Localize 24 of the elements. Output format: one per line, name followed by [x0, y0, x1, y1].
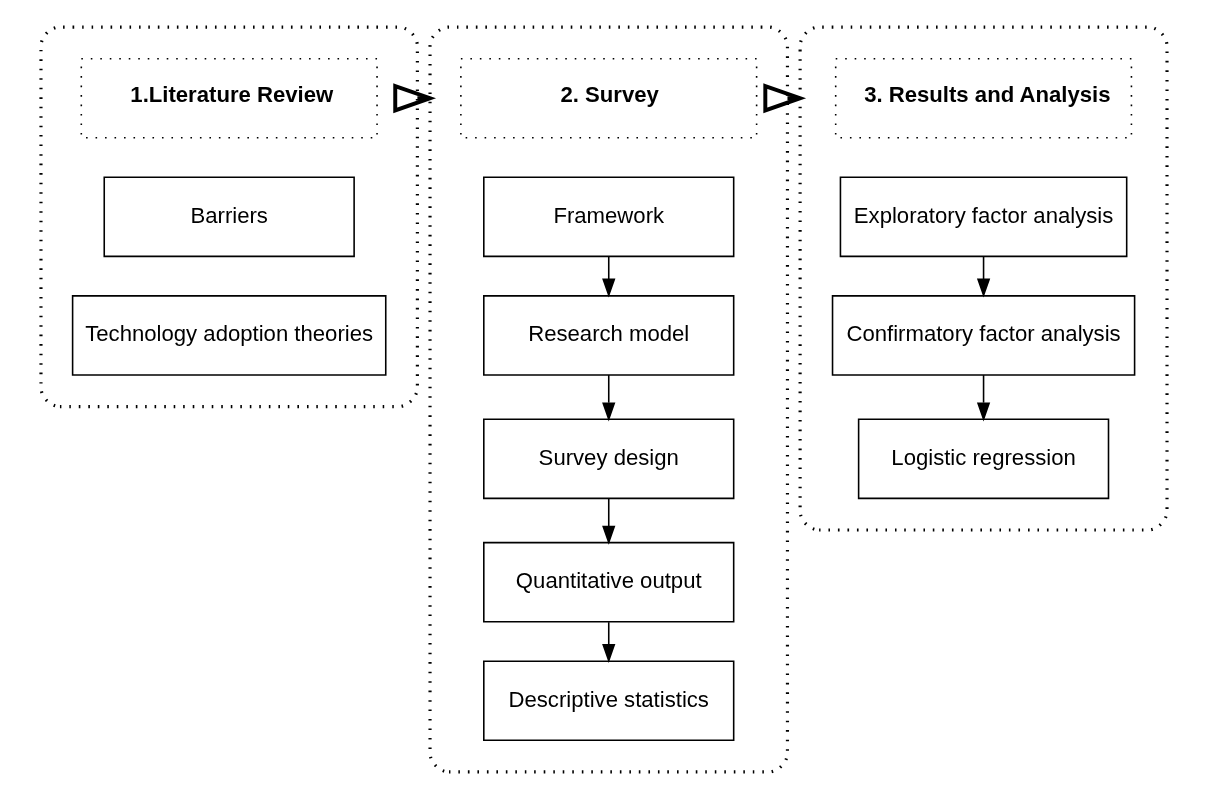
node-box: Framework — [483, 176, 735, 258]
node-box: Logistic regression — [857, 418, 1110, 500]
node-box: Exploratory factor analysis — [839, 176, 1128, 258]
node-box: Research model — [483, 295, 735, 376]
arrow — [976, 374, 991, 422]
arrow — [602, 374, 616, 422]
arrow — [602, 256, 616, 298]
cluster — [428, 25, 790, 774]
node-box: Descriptive statistics — [483, 660, 735, 742]
cluster — [798, 25, 1169, 532]
node-box: 3. Results and Analysis — [834, 57, 1133, 139]
arrow — [602, 497, 616, 545]
node-box: 2. Survey — [460, 57, 758, 139]
arrow — [976, 256, 991, 298]
node-box: Survey design — [483, 418, 735, 500]
node-box: Barriers — [103, 176, 355, 258]
node-box: Confirmatory factor analysis — [831, 295, 1136, 376]
cluster — [39, 25, 419, 409]
node-box: Quantitative output — [483, 541, 735, 623]
arrow — [763, 83, 807, 114]
node-box: 1.Literature Review — [80, 57, 378, 139]
arrow — [393, 83, 436, 114]
arrow — [602, 621, 616, 663]
node-box: Technology adoption theories — [71, 295, 387, 376]
